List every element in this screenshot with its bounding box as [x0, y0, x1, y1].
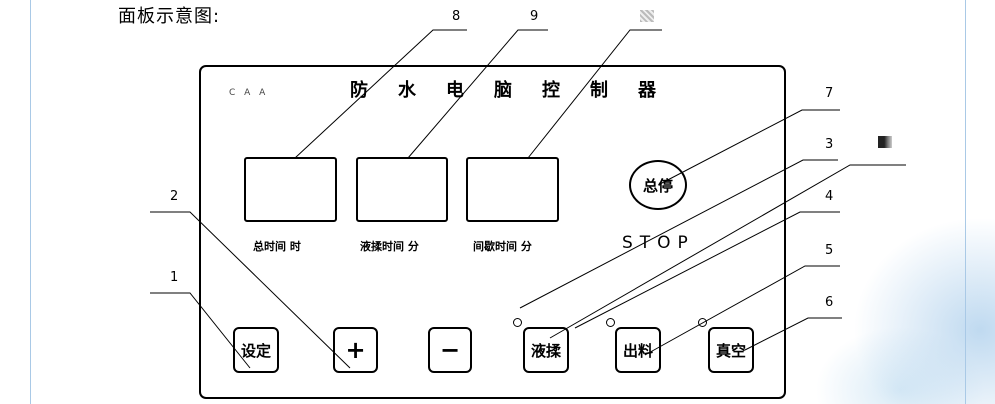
left-margin-line — [30, 0, 31, 404]
leader-4 — [574, 211, 840, 329]
figure-caption: 面板示意图: — [118, 6, 221, 27]
vacuum-button[interactable]: 真空 — [708, 327, 754, 373]
display-total-time — [244, 157, 337, 222]
plus-button[interactable]: + — [333, 327, 378, 373]
callout-9: 9 — [530, 9, 539, 24]
callout-7: 7 — [825, 86, 834, 101]
leader-unlabeled — [549, 164, 906, 339]
callout-6: 6 — [825, 295, 834, 310]
leader-1 — [150, 292, 251, 369]
set-button-label: 设定 — [240, 341, 271, 360]
vacuum-button-label: 真空 — [715, 341, 746, 360]
callout-3: 3 — [825, 137, 834, 152]
led-discharge — [606, 318, 615, 327]
leader-9 — [407, 29, 548, 159]
stop-text: STOP — [622, 233, 695, 253]
display-label-interval-time: 间歇时间 分 — [473, 240, 532, 253]
leader-7 — [659, 109, 840, 185]
display-label-total-time: 总时间 时 — [253, 240, 301, 253]
leader-3 — [519, 159, 838, 309]
knead-button[interactable]: 液揉 — [523, 327, 569, 373]
leader-5 — [644, 265, 840, 356]
led-knead — [513, 318, 522, 327]
right-margin-line — [965, 0, 966, 404]
callout-1: 1 — [170, 270, 179, 285]
leader-2 — [150, 211, 351, 369]
control-panel — [199, 65, 786, 399]
panel-title: 防水电脑控制器 — [350, 80, 686, 101]
callout-8: 8 — [452, 9, 461, 24]
callout-indicator-mark — [640, 10, 654, 22]
display-label-kneading-time: 液揉时间 分 — [360, 240, 419, 253]
callout-2: 2 — [170, 189, 179, 204]
callout-indicator-mark-2 — [878, 136, 892, 148]
leader-8 — [294, 29, 467, 159]
display-kneading-time — [356, 157, 448, 222]
display-interval-time — [466, 157, 559, 222]
callout-5: 5 — [825, 243, 834, 258]
callout-4: 4 — [825, 189, 834, 204]
minus-icon: − — [439, 336, 461, 364]
leader-6 — [744, 317, 842, 351]
set-button[interactable]: 设定 — [233, 327, 279, 373]
leader-indicator — [527, 29, 662, 159]
minus-button[interactable]: − — [428, 327, 472, 373]
knead-button-label: 液揉 — [530, 341, 561, 360]
plus-icon: + — [345, 336, 366, 364]
model-number: C A A — [229, 88, 269, 98]
